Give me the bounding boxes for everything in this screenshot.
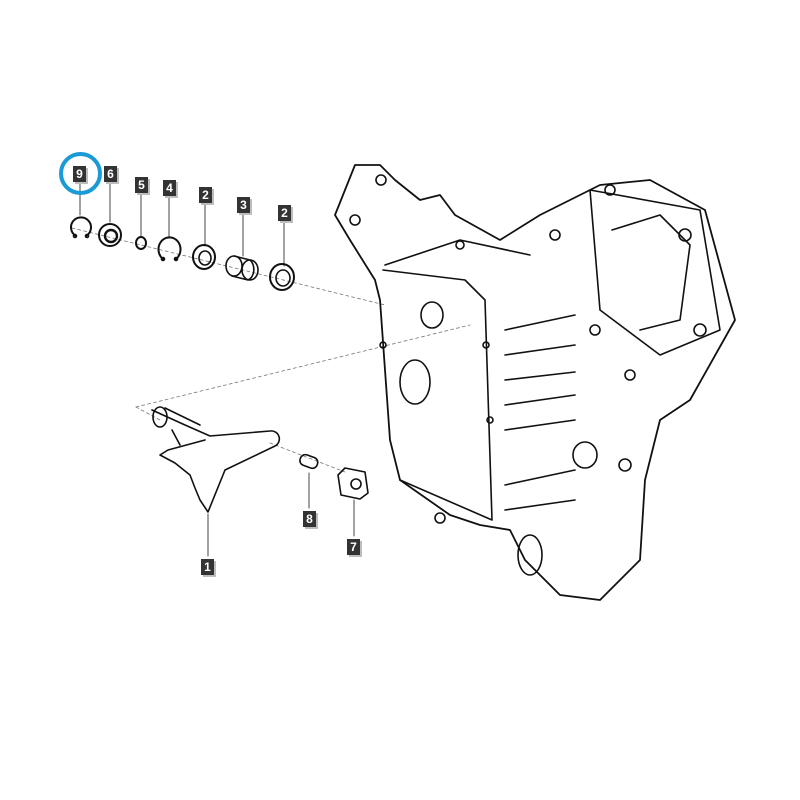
- part-label-9[interactable]: 9: [73, 166, 86, 182]
- part-2-bearing-b[interactable]: [269, 263, 295, 291]
- leader-lines: [79, 182, 355, 557]
- part-9-circlip[interactable]: [70, 216, 92, 239]
- part-label-2-b[interactable]: 2: [278, 205, 291, 221]
- part-4-circlip[interactable]: [157, 236, 182, 262]
- part-label-6[interactable]: 6: [104, 166, 117, 182]
- part-label-8[interactable]: 8: [303, 511, 316, 527]
- part-7-nut[interactable]: [337, 467, 369, 500]
- part-2-bearing-a[interactable]: [192, 244, 216, 270]
- part-label-5[interactable]: 5: [135, 177, 148, 193]
- part-label-4[interactable]: 4: [163, 180, 176, 196]
- transmission-housing[interactable]: [334, 164, 736, 601]
- part-5-small-ring[interactable]: [135, 236, 147, 250]
- part-3-bushing[interactable]: [225, 255, 259, 281]
- part-6-seal[interactable]: [98, 223, 122, 247]
- part-1-lever[interactable]: [151, 406, 281, 513]
- part-8-pin[interactable]: [298, 453, 319, 470]
- part-label-1[interactable]: 1: [201, 559, 214, 575]
- part-label-3[interactable]: 3: [237, 197, 250, 213]
- assembly-axis-lines: [71, 227, 471, 473]
- part-label-2-a[interactable]: 2: [199, 187, 212, 203]
- part-label-7[interactable]: 7: [347, 539, 360, 555]
